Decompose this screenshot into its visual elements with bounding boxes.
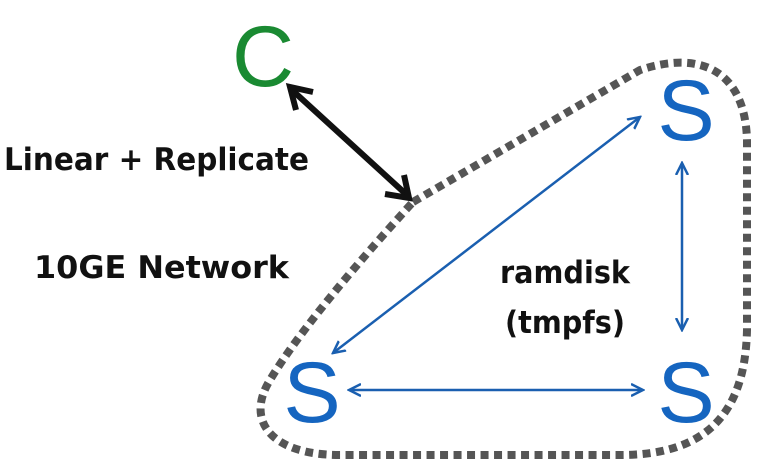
- storage-label-line1: ramdisk: [500, 255, 631, 291]
- link-top-right-to-bottom-left: [333, 117, 640, 353]
- client-node: C: [232, 9, 294, 105]
- server-node-top-right: S: [657, 63, 714, 159]
- server-node-bottom-right: S: [657, 345, 714, 441]
- client-cluster-link: [289, 87, 411, 199]
- network-label: 10GE Network: [34, 250, 290, 286]
- server-node-bottom-left: S: [283, 345, 340, 441]
- storage-label-line2: (tmpfs): [505, 305, 625, 341]
- client-link-arrowhead-top: [285, 83, 314, 111]
- replication-mode-label: Linear + Replicate: [4, 142, 309, 178]
- server-cluster-boundary: [256, 58, 751, 459]
